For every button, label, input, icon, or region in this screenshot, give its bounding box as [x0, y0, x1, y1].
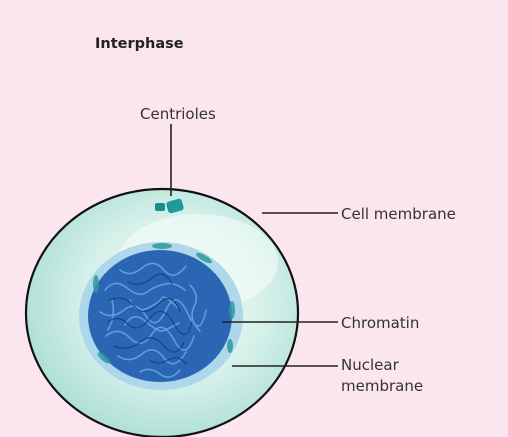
chromatin-dark: [107, 273, 193, 365]
label-centrioles: Centrioles: [140, 105, 216, 123]
centrioles: [155, 198, 184, 214]
nucleus: [88, 250, 232, 382]
label-nuclear-membrane-line2: membrane: [341, 377, 424, 395]
diagram-title: Interphase: [95, 36, 184, 52]
label-nuclear-membrane: Nuclear membrane: [341, 355, 423, 397]
label-cell-membrane: Cell membrane: [341, 205, 456, 223]
label-nuclear-membrane-line1: Nuclear: [341, 356, 399, 374]
chromatin-texture: [99, 262, 207, 378]
label-chromatin: Chromatin: [341, 314, 420, 332]
nuclear-pore-patches: [93, 243, 235, 364]
